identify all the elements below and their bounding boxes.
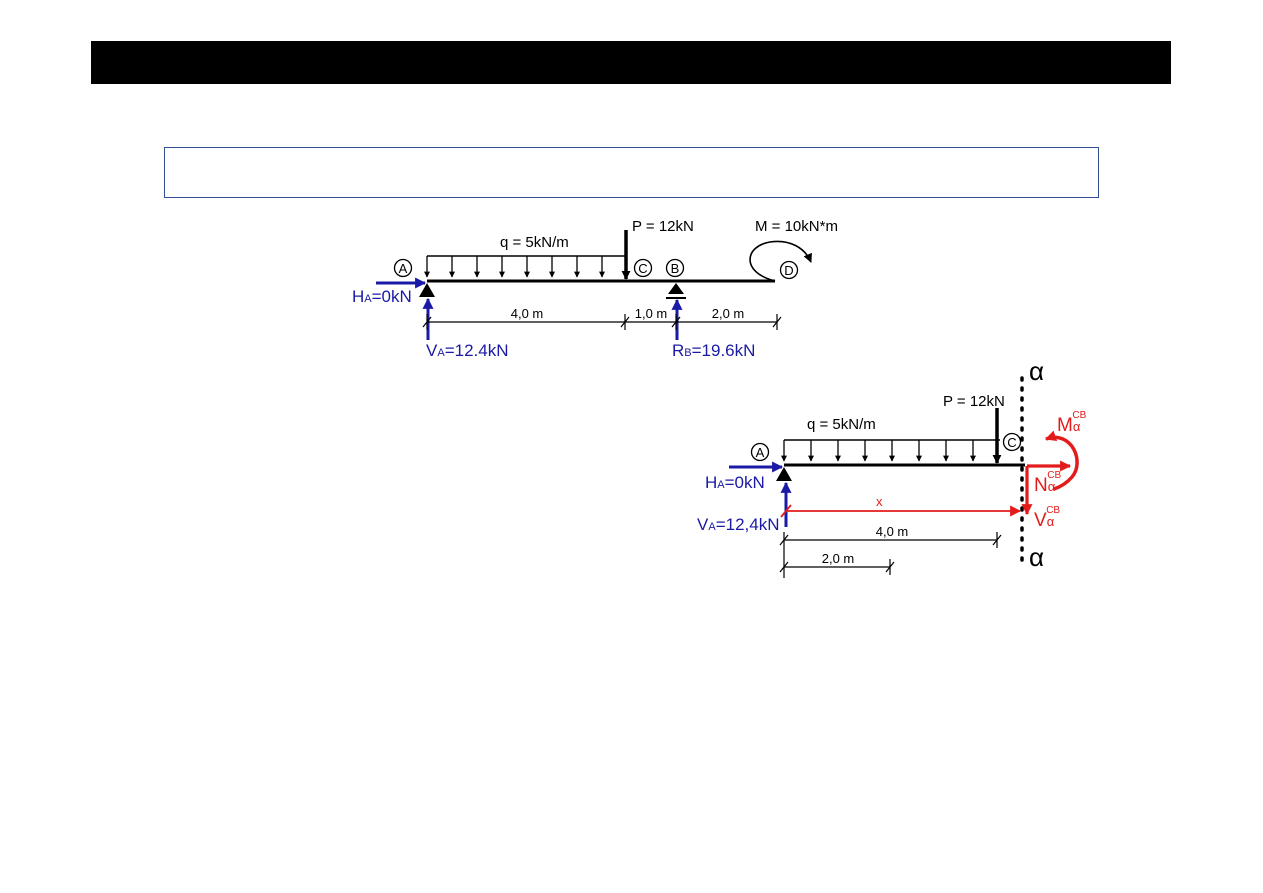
internal-moment-label: MαCB <box>1057 410 1087 436</box>
node-b: B <box>665 258 685 278</box>
dimension-cb-label: 1,0 m <box>635 306 668 321</box>
reaction-va-label: VA=12.4kN <box>426 341 508 360</box>
internal-normal-force-label: NαCB <box>1034 470 1061 496</box>
position-x-dimension <box>780 504 1022 518</box>
dimension-bd-label: 2,0 m <box>712 306 745 321</box>
svg-text:A: A <box>399 261 408 276</box>
header-bar <box>91 41 1171 84</box>
diagram-full-beam: q = 5kN/m P = 12kN M = 10kN*m A C B D <box>352 218 838 360</box>
internal-shear-force-label: VαCB <box>1034 505 1060 531</box>
diagram-free-body-section: q = 5kN/m P = 12kN A C HA=0kN VA=12,4kN … <box>697 356 1087 578</box>
node-a: A <box>393 258 413 278</box>
dimension-4m-label: 4,0 m <box>876 524 909 539</box>
node-c: C <box>1002 432 1022 452</box>
moment-arrow <box>749 240 812 282</box>
svg-text:C: C <box>1007 435 1016 450</box>
load-q-label: q = 5kN/m <box>500 234 569 251</box>
reaction-ha-label: HA=0kN <box>705 473 765 492</box>
section-alpha-top-label: α <box>1029 356 1044 386</box>
distributed-load <box>781 439 1000 462</box>
section-alpha-bottom-label: α <box>1029 542 1044 572</box>
roller-support-b <box>666 283 686 299</box>
dimension-line <box>779 532 1002 578</box>
moment-m-label: M = 10kN*m <box>755 218 838 235</box>
pin-support-a <box>419 283 435 297</box>
load-q-label: q = 5kN/m <box>807 416 876 433</box>
svg-text:C: C <box>638 261 647 276</box>
pin-support-a <box>776 467 792 481</box>
position-x-label: x <box>876 494 883 509</box>
load-p-label: P = 12kN <box>943 393 1005 410</box>
node-a: A <box>750 442 770 462</box>
svg-text:B: B <box>671 261 680 276</box>
title-text-box <box>164 147 1099 198</box>
internal-moment-arrow <box>1044 430 1079 491</box>
dimension-2m-label: 2,0 m <box>822 551 855 566</box>
node-d: D <box>779 260 799 280</box>
svg-text:D: D <box>784 263 793 278</box>
distributed-load <box>424 255 626 278</box>
reaction-rb-label: RB=19.6kN <box>672 341 755 360</box>
dimension-line <box>422 314 782 330</box>
reaction-va-label: VA=12,4kN <box>697 515 779 534</box>
dimension-ac-label: 4,0 m <box>511 306 544 321</box>
load-p-label: P = 12kN <box>632 218 694 235</box>
svg-text:A: A <box>756 445 765 460</box>
node-c: C <box>633 258 653 278</box>
reaction-ha-label: HA=0kN <box>352 287 412 306</box>
